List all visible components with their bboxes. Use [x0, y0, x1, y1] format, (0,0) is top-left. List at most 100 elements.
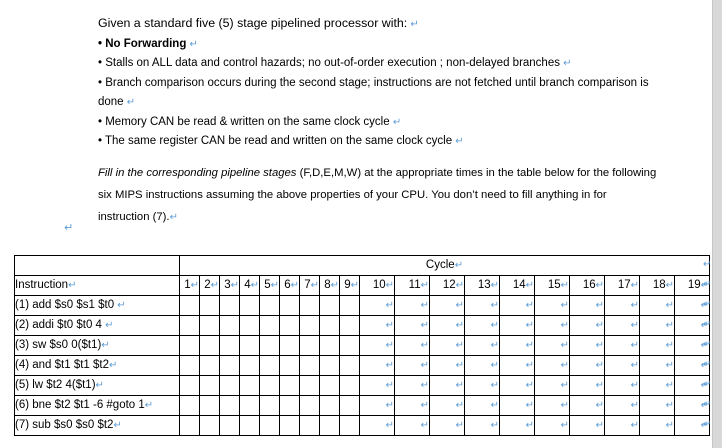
cycle-cell[interactable]: [279, 415, 300, 436]
cycle-cell[interactable]: ↵: [569, 315, 605, 336]
cycle-cell[interactable]: ↵: [429, 375, 465, 396]
cycle-cell[interactable]: [179, 395, 200, 416]
cycle-cell[interactable]: ↵: [674, 395, 710, 416]
cycle-cell[interactable]: [239, 415, 260, 436]
cycle-cell[interactable]: [319, 375, 340, 396]
cycle-cell[interactable]: [179, 355, 200, 376]
cycle-cell[interactable]: ↵: [394, 395, 430, 416]
cycle-cell[interactable]: ↵: [604, 415, 640, 436]
cycle-cell[interactable]: [179, 315, 200, 336]
cycle-cell[interactable]: ↵: [429, 315, 465, 336]
cycle-cell[interactable]: [279, 335, 300, 356]
cycle-cell[interactable]: [259, 395, 280, 416]
cycle-cell[interactable]: ↵: [569, 375, 605, 396]
cycle-cell[interactable]: ↵: [534, 375, 570, 396]
cycle-cell[interactable]: ↵: [639, 335, 675, 356]
cycle-cell[interactable]: ↵: [499, 295, 535, 316]
cycle-cell[interactable]: [319, 395, 340, 416]
instruction-cell[interactable]: (4) and $t1 $t1 $t2↵: [14, 355, 180, 376]
cycle-cell[interactable]: [199, 335, 220, 356]
cycle-cell[interactable]: [339, 355, 360, 376]
cycle-cell[interactable]: ↵: [464, 315, 500, 336]
cycle-cell[interactable]: ↵: [394, 295, 430, 316]
cycle-cell[interactable]: ↵: [464, 415, 500, 436]
cycle-cell[interactable]: ↵: [394, 315, 430, 336]
cycle-cell[interactable]: ↵: [394, 415, 430, 436]
cycle-cell[interactable]: [299, 315, 320, 336]
cycle-cell[interactable]: [319, 415, 340, 436]
cycle-cell[interactable]: ↵: [639, 355, 675, 376]
cycle-cell[interactable]: ↵: [499, 395, 535, 416]
cycle-cell[interactable]: [319, 315, 340, 336]
cycle-cell[interactable]: [219, 395, 240, 416]
instruction-cell[interactable]: (3) sw $s0 0($t1)↵: [14, 335, 180, 356]
cycle-cell[interactable]: [239, 295, 260, 316]
cycle-cell[interactable]: [279, 315, 300, 336]
cycle-cell[interactable]: ↵: [429, 415, 465, 436]
cycle-cell[interactable]: ↵: [499, 355, 535, 376]
cycle-cell[interactable]: ↵: [534, 395, 570, 416]
cycle-cell[interactable]: [259, 295, 280, 316]
cycle-cell[interactable]: ↵: [534, 355, 570, 376]
cycle-cell[interactable]: ↵: [359, 415, 395, 436]
cycle-cell[interactable]: [239, 375, 260, 396]
cycle-cell[interactable]: ↵: [534, 315, 570, 336]
cycle-cell[interactable]: ↵: [604, 395, 640, 416]
cycle-cell[interactable]: [299, 335, 320, 356]
cycle-cell[interactable]: [239, 355, 260, 376]
cycle-cell[interactable]: [339, 415, 360, 436]
cycle-cell[interactable]: [339, 395, 360, 416]
cycle-cell[interactable]: [259, 335, 280, 356]
cycle-cell[interactable]: ↵: [674, 335, 710, 356]
cycle-cell[interactable]: ↵: [674, 315, 710, 336]
cycle-cell[interactable]: [259, 375, 280, 396]
cycle-cell[interactable]: ↵: [464, 355, 500, 376]
cycle-cell[interactable]: ↵: [429, 355, 465, 376]
cycle-cell[interactable]: ↵: [429, 335, 465, 356]
cycle-cell[interactable]: ↵: [639, 295, 675, 316]
cycle-cell[interactable]: ↵: [674, 415, 710, 436]
cycle-cell[interactable]: [339, 315, 360, 336]
cycle-cell[interactable]: ↵: [674, 375, 710, 396]
cycle-cell[interactable]: ↵: [464, 335, 500, 356]
cycle-cell[interactable]: ↵: [359, 395, 395, 416]
cycle-cell[interactable]: ↵: [359, 315, 395, 336]
cycle-cell[interactable]: [259, 415, 280, 436]
cycle-cell[interactable]: [279, 295, 300, 316]
instruction-cell[interactable]: (5) lw $t2 4($t1)↵: [14, 375, 180, 396]
cycle-cell[interactable]: [279, 395, 300, 416]
cycle-cell[interactable]: [239, 335, 260, 356]
cycle-cell[interactable]: ↵: [604, 335, 640, 356]
cycle-cell[interactable]: ↵: [429, 295, 465, 316]
cycle-cell[interactable]: [279, 355, 300, 376]
instruction-cell[interactable]: (6) bne $t2 $t1 -6 #goto 1↵: [14, 395, 180, 416]
cycle-cell[interactable]: [299, 395, 320, 416]
page-scroll-strip[interactable]: [712, 0, 722, 448]
cycle-cell[interactable]: ↵: [359, 295, 395, 316]
cycle-cell[interactable]: ↵: [569, 355, 605, 376]
cycle-cell[interactable]: [299, 295, 320, 316]
cycle-cell[interactable]: ↵: [464, 375, 500, 396]
cycle-cell[interactable]: ↵: [359, 335, 395, 356]
cycle-cell[interactable]: [339, 335, 360, 356]
cycle-cell[interactable]: [219, 295, 240, 316]
cycle-cell[interactable]: [239, 395, 260, 416]
cycle-cell[interactable]: [239, 315, 260, 336]
cycle-cell[interactable]: ↵: [604, 355, 640, 376]
cycle-cell[interactable]: [199, 415, 220, 436]
cycle-cell[interactable]: ↵: [604, 295, 640, 316]
cycle-cell[interactable]: ↵: [534, 335, 570, 356]
cycle-cell[interactable]: [199, 315, 220, 336]
cycle-cell[interactable]: [219, 315, 240, 336]
cycle-cell[interactable]: ↵: [674, 355, 710, 376]
cycle-cell[interactable]: [219, 415, 240, 436]
cycle-cell[interactable]: ↵: [394, 375, 430, 396]
cycle-cell[interactable]: ↵: [569, 335, 605, 356]
cycle-cell[interactable]: [199, 395, 220, 416]
cycle-cell[interactable]: ↵: [534, 415, 570, 436]
cycle-cell[interactable]: ↵: [569, 395, 605, 416]
cycle-cell[interactable]: ↵: [359, 375, 395, 396]
cycle-cell[interactable]: [299, 415, 320, 436]
cycle-cell[interactable]: [179, 295, 200, 316]
cycle-cell[interactable]: [339, 295, 360, 316]
